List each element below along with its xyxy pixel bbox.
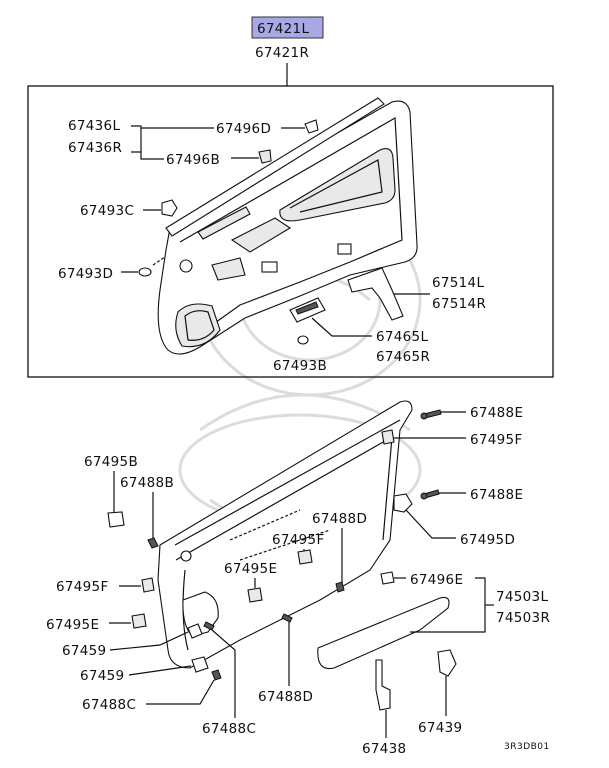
label-67514L: 67514L (432, 275, 484, 291)
label-67439: 67439 (418, 720, 462, 736)
clip-67493C (161, 199, 178, 217)
clip-67496B (258, 149, 272, 164)
clip-67495F-mid (297, 549, 313, 565)
bracket-67438 (375, 659, 391, 711)
label-67495F-left: 67495F (56, 579, 109, 595)
label-67459-b: 67459 (80, 668, 124, 684)
door-trim-assembly-box (27, 85, 554, 378)
weatherstrip (165, 97, 385, 240)
clip-67496D (304, 119, 319, 134)
label-67496D: 67496D (216, 121, 271, 137)
clip-67495E-left (131, 613, 147, 629)
label-67465R: 67465R (376, 349, 430, 365)
label-67488C-bottom: 67488C (202, 721, 256, 737)
label-67459-a: 67459 (62, 643, 106, 659)
header-part-left: 67421L (257, 21, 309, 37)
screw-67488B (147, 537, 159, 549)
clip-67496E (380, 571, 395, 585)
label-67514R: 67514R (432, 296, 486, 312)
label-74503L: 74503L (496, 589, 548, 605)
screw-67488C-left (211, 669, 222, 681)
label-67493D: 67493D (58, 266, 113, 282)
clip-67493B (297, 335, 309, 345)
label-67496B: 67496B (166, 152, 220, 168)
label-67493C: 67493C (80, 203, 134, 219)
pull-handle-67514 (347, 267, 404, 321)
label-67488D-bottom: 67488D (258, 689, 313, 705)
label-74503R: 74503R (496, 610, 550, 626)
label-67465L: 67465L (376, 329, 428, 345)
clip-67439 (437, 649, 457, 677)
trim-strip-74503 (317, 596, 450, 670)
label-67493B: 67493B (273, 358, 327, 374)
label-67488E-mid: 67488E (470, 487, 523, 503)
label-67495D: 67495D (460, 532, 515, 548)
clip-67459-b (191, 656, 209, 673)
label-67488C-left: 67488C (82, 697, 136, 713)
label-67488B: 67488B (120, 475, 174, 491)
label-67438: 67438 (362, 741, 406, 757)
label-67436R: 67436R (68, 140, 122, 156)
door-trim-panel-upper (157, 100, 418, 355)
header-part-right: 67421R (255, 45, 309, 61)
screw-67488D-bottom (281, 613, 293, 623)
clip-67495F-left (141, 577, 155, 593)
clip-67495D (393, 493, 413, 513)
label-67488E-top: 67488E (470, 405, 523, 421)
label-67436L: 67436L (68, 118, 120, 134)
clip-67495F-right (381, 429, 395, 445)
clip-67493D (138, 267, 152, 277)
diagram-code: 3R3DB01 (504, 742, 550, 752)
label-67496E: 67496E (410, 572, 463, 588)
label-67495F-mid: 67495F (272, 532, 325, 548)
screw-67488D-top (335, 581, 345, 593)
clip-67495E-mid (247, 587, 263, 603)
label-67495B: 67495B (84, 454, 138, 470)
label-67495E-left: 67495E (46, 617, 99, 633)
clip-67459-a (187, 623, 203, 639)
label-67495F-right: 67495F (470, 432, 523, 448)
label-67495E-mid: 67495E (224, 561, 277, 577)
header-highlight-box (251, 16, 324, 39)
label-67488D-top: 67488D (312, 511, 367, 527)
clip-67495B (107, 511, 125, 528)
